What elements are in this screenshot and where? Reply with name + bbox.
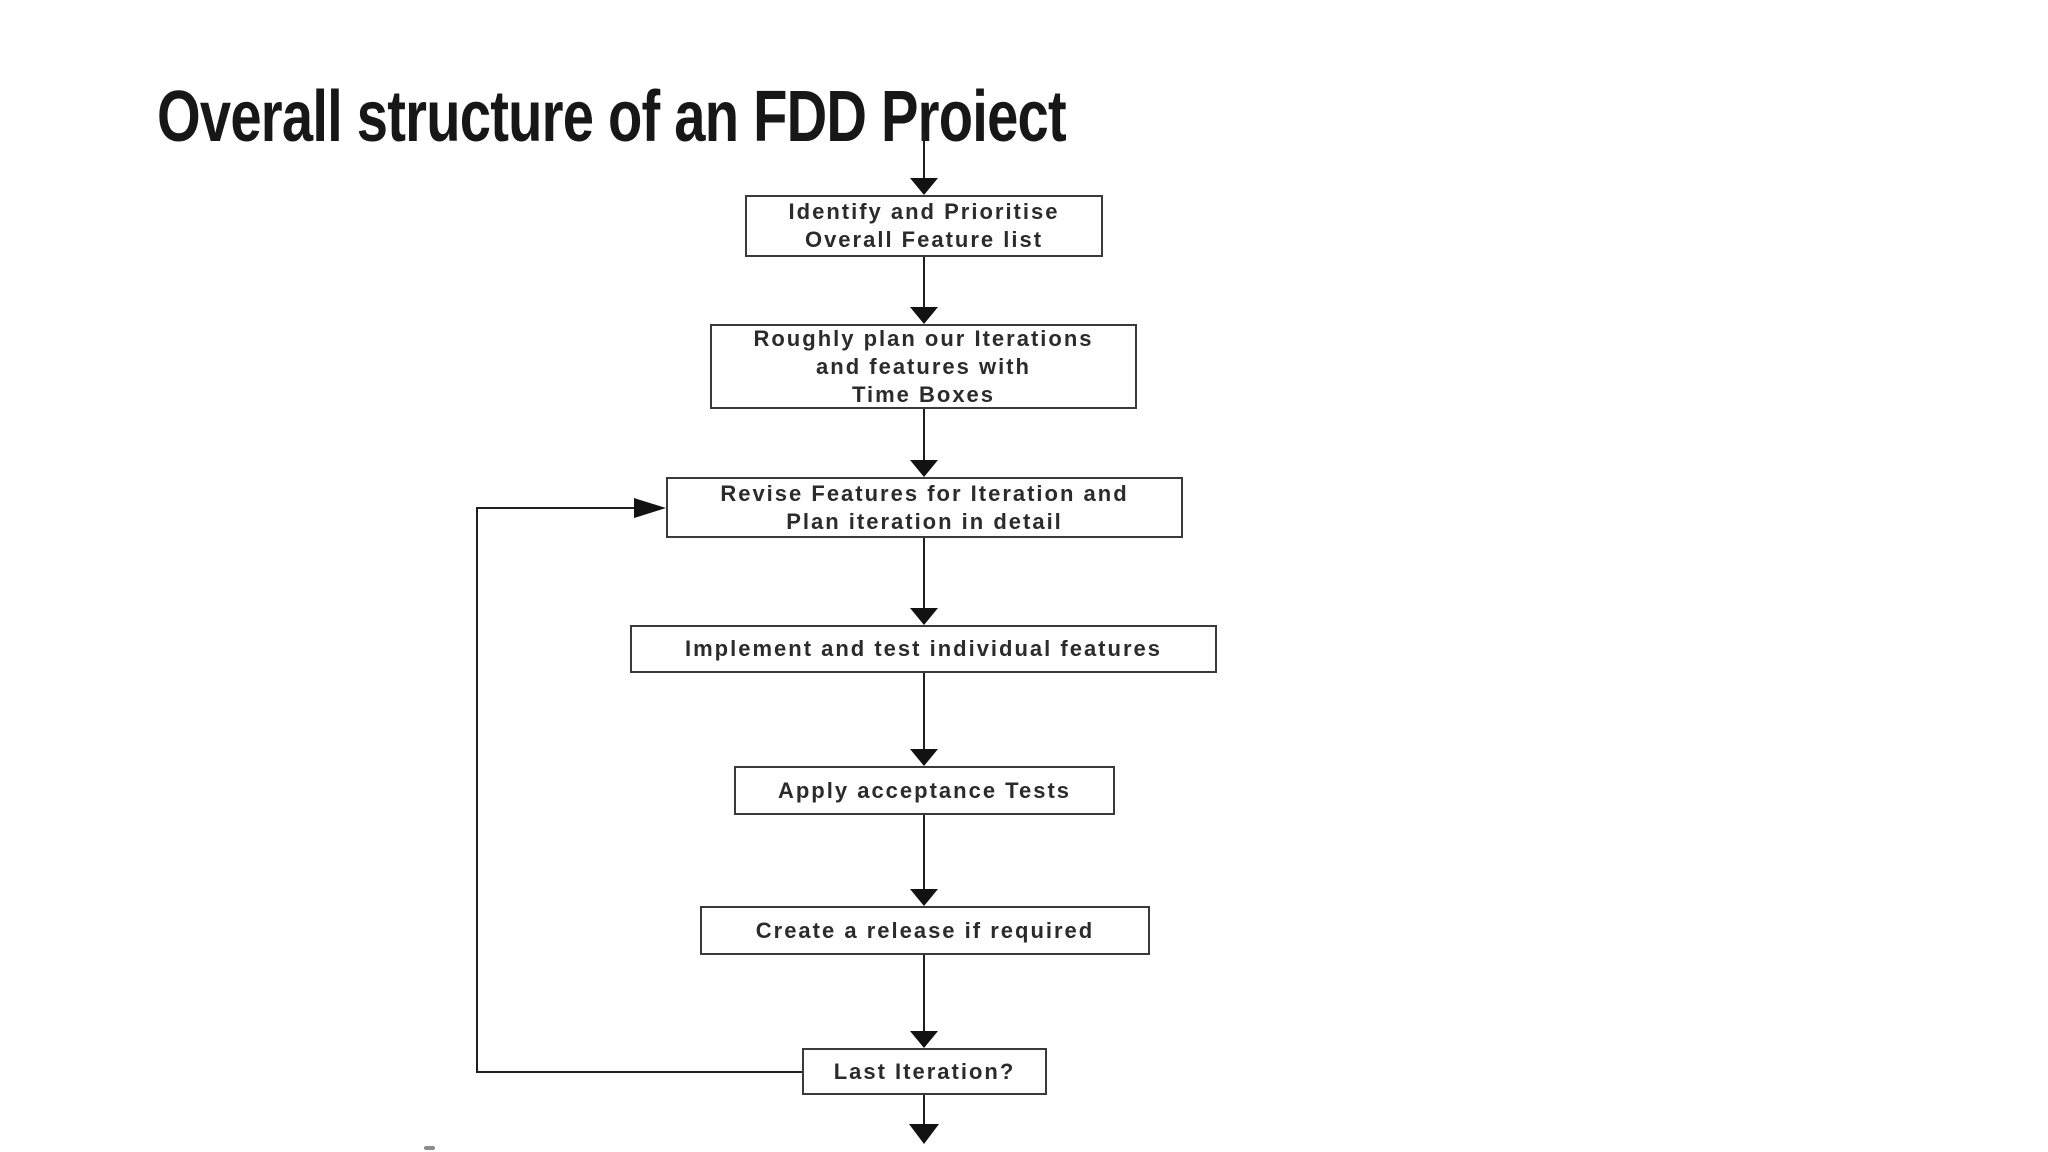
flow-node-implement-test: Implement and test individual features xyxy=(630,625,1217,673)
arrow-down-icon xyxy=(910,1031,938,1048)
node-label-line: Identify and Prioritise xyxy=(788,199,1060,224)
loop-back-line-bottom xyxy=(476,1071,802,1073)
flow-node-identify-prioritise: Identify and Prioritise Overall Feature … xyxy=(745,195,1103,257)
node-label-line: Overall Feature list xyxy=(804,227,1044,252)
arrow-right-icon xyxy=(634,498,666,518)
connector-identify-to-plan xyxy=(923,257,925,308)
stray-mark xyxy=(424,1146,435,1150)
arrow-down-icon xyxy=(910,178,938,195)
loop-back-line-top xyxy=(476,507,636,509)
node-label-line: Apply acceptance Tests xyxy=(777,777,1072,803)
connector-accept-to-release xyxy=(923,815,925,890)
arrow-down-icon xyxy=(910,749,938,766)
connector-implement-to-accept xyxy=(923,673,925,750)
arrow-down-icon xyxy=(909,1124,939,1144)
connector-release-to-last xyxy=(923,955,925,1032)
connector-revise-to-implement xyxy=(923,538,925,609)
flow-node-create-release: Create a release if required xyxy=(700,906,1150,955)
flow-node-acceptance-tests: Apply acceptance Tests xyxy=(734,766,1115,815)
node-label-line: Implement and test individual features xyxy=(685,636,1162,661)
arrow-down-icon xyxy=(910,307,938,324)
node-label-line: Revise Features for Iteration and xyxy=(720,480,1129,506)
node-label-line: Create a release if required xyxy=(755,917,1095,943)
loop-back-line-vertical xyxy=(476,508,478,1072)
connector-exit-bottom xyxy=(923,1095,925,1125)
node-label-line: Last Iteration? xyxy=(833,1058,1016,1084)
node-label-line: Roughly plan our Iterations xyxy=(753,325,1094,351)
connector-title-to-identify xyxy=(923,133,925,179)
arrow-down-icon xyxy=(910,889,938,906)
node-label-line: Plan iteration in detail xyxy=(786,508,1063,534)
arrow-down-icon xyxy=(910,460,938,477)
node-label-line: Time Boxes xyxy=(851,381,996,407)
flow-node-last-iteration: Last Iteration? xyxy=(802,1048,1047,1095)
arrow-down-icon xyxy=(910,608,938,625)
flow-node-rough-plan: Roughly plan our Iterations and features… xyxy=(710,324,1137,409)
page-title: Overall structure of an FDD Proiect xyxy=(157,77,1067,157)
flow-node-revise-features: Revise Features for Iteration and Plan i… xyxy=(666,477,1183,538)
node-label-line: and features with xyxy=(816,353,1031,379)
connector-plan-to-revise xyxy=(923,409,925,461)
